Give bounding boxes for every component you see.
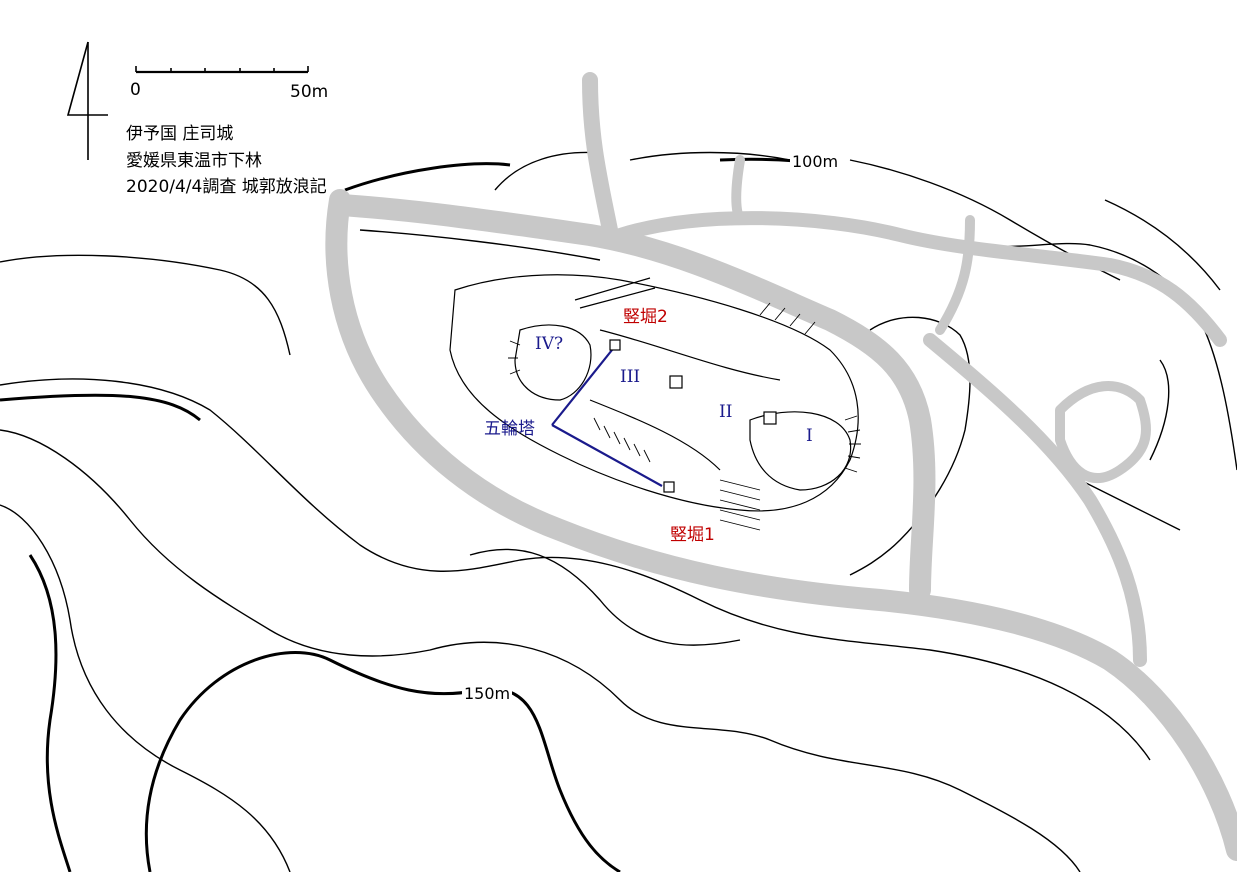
roads <box>325 72 1237 861</box>
gorinto-markers <box>609 339 777 493</box>
index-contour-150m <box>0 157 831 872</box>
bailey-3-label: III <box>620 367 641 387</box>
vertical-moat-2-label: 竪堀2 <box>623 307 668 327</box>
gorinto-leader-lines <box>551 349 663 487</box>
scale-zero-label: 0 <box>130 80 141 100</box>
title-line-1: 伊予国 庄司城 <box>126 124 234 144</box>
bailey-2-label: II <box>719 402 733 422</box>
gorinto-label: 五輪塔 <box>484 419 535 439</box>
title-line-3: 2020/4/4調査 城郭放浪記 <box>126 177 327 197</box>
bailey-1-label: I <box>806 426 813 446</box>
north-arrow-icon <box>66 41 108 160</box>
title-line-2: 愛媛県東温市下林 <box>126 151 262 171</box>
vertical-moat-1-label: 竪堀1 <box>668 520 717 545</box>
scale-bar-icon <box>135 66 309 74</box>
scale-end-label: 50m <box>290 82 329 102</box>
contour-label-150: 150m <box>462 684 513 703</box>
castle-outline <box>449 274 859 512</box>
contour-label-100: 100m <box>790 152 841 171</box>
contour-lines <box>0 151 1237 872</box>
bailey-4-label: IV? <box>535 334 564 354</box>
slope-hachures <box>508 302 861 531</box>
